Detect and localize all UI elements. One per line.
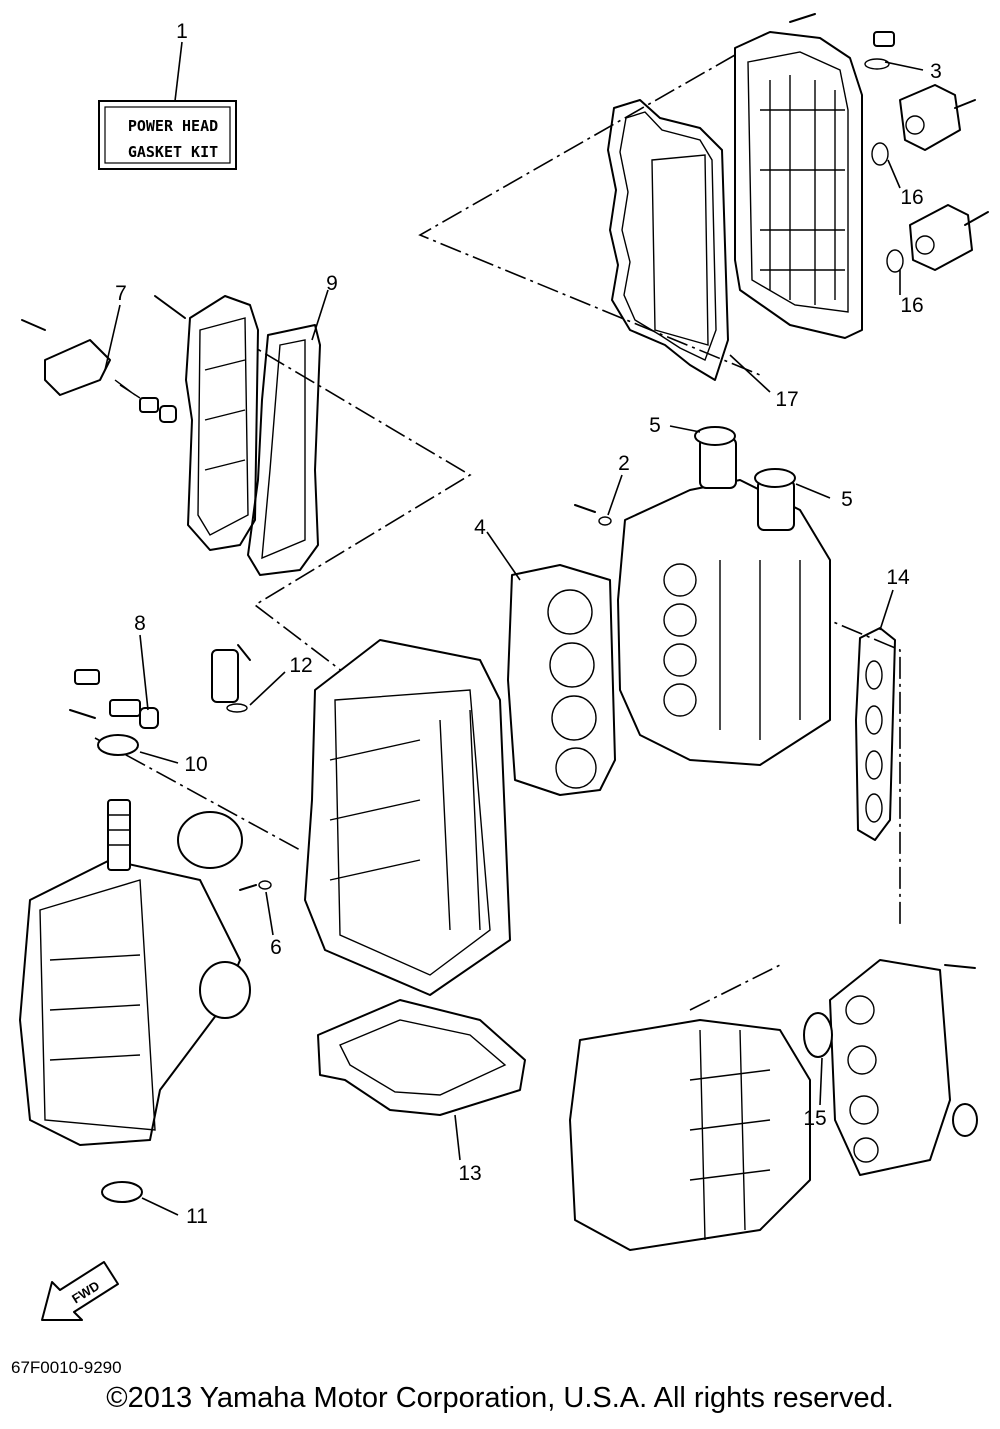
cylinder-block (304, 639, 511, 996)
copyright-notice: ©2013 Yamaha Motor Corporation, U.S.A. A… (106, 1382, 894, 1414)
callout-14: 14 (886, 566, 910, 589)
callout-7: 7 (115, 282, 127, 305)
washer-6 (258, 880, 272, 890)
leader-lines (104, 41, 924, 1216)
power-head-gasket-kit-box: POWER HEAD GASKET KIT (98, 100, 237, 170)
oil-filler-cap (873, 31, 895, 47)
fwd-arrow: FWD (41, 1261, 119, 1321)
callout-1: 1 (176, 20, 188, 43)
kit-box-line1: POWER HEAD (128, 117, 218, 135)
oil-seal-5a (694, 426, 736, 446)
head-cover (734, 13, 895, 339)
exhaust-cover-gasket (247, 324, 321, 576)
oil-seal-10 (97, 734, 139, 756)
callout-5a: 5 (649, 414, 661, 437)
o-ring-15 (803, 1012, 833, 1058)
callout-6: 6 (270, 936, 282, 959)
callout-15: 15 (803, 1107, 826, 1130)
diagram-code: 67F0010-9290 (11, 1358, 122, 1377)
callout-4: 4 (474, 516, 486, 539)
callouts: 1 3 16 16 17 5 5 2 4 14 7 9 8 12 10 6 13… (115, 20, 942, 1228)
callout-16b: 16 (900, 294, 923, 317)
callout-3: 3 (930, 60, 942, 83)
oil-seal-11 (101, 1181, 143, 1203)
exhaust-manifold-gasket (855, 627, 896, 841)
thermostat-assembly (21, 319, 177, 423)
callout-17: 17 (775, 388, 798, 411)
crankcase-gasket (317, 999, 526, 1116)
cylinder-head (574, 426, 831, 766)
callout-13: 13 (458, 1162, 481, 1185)
washer-2 (598, 516, 612, 526)
o-ring-3 (864, 58, 890, 70)
kit-box-line2: GASKET KIT (128, 143, 218, 161)
callout-12: 12 (289, 654, 312, 677)
callout-16a: 16 (900, 186, 923, 209)
exhaust-cover (154, 295, 259, 551)
cam-actuators (871, 84, 989, 273)
callout-9: 9 (326, 272, 338, 295)
crankcase-assembly (19, 734, 251, 1203)
callout-5b: 5 (841, 488, 853, 511)
callout-11: 11 (186, 1205, 208, 1228)
intake-assembly (569, 959, 978, 1251)
callout-10: 10 (184, 753, 207, 776)
head-cover-gasket (607, 99, 729, 381)
fittings (69, 644, 272, 891)
cylinder-head-gasket (507, 564, 616, 796)
callout-8: 8 (134, 612, 146, 635)
callout-2: 2 (618, 452, 630, 475)
oil-seal-5b (754, 468, 796, 488)
